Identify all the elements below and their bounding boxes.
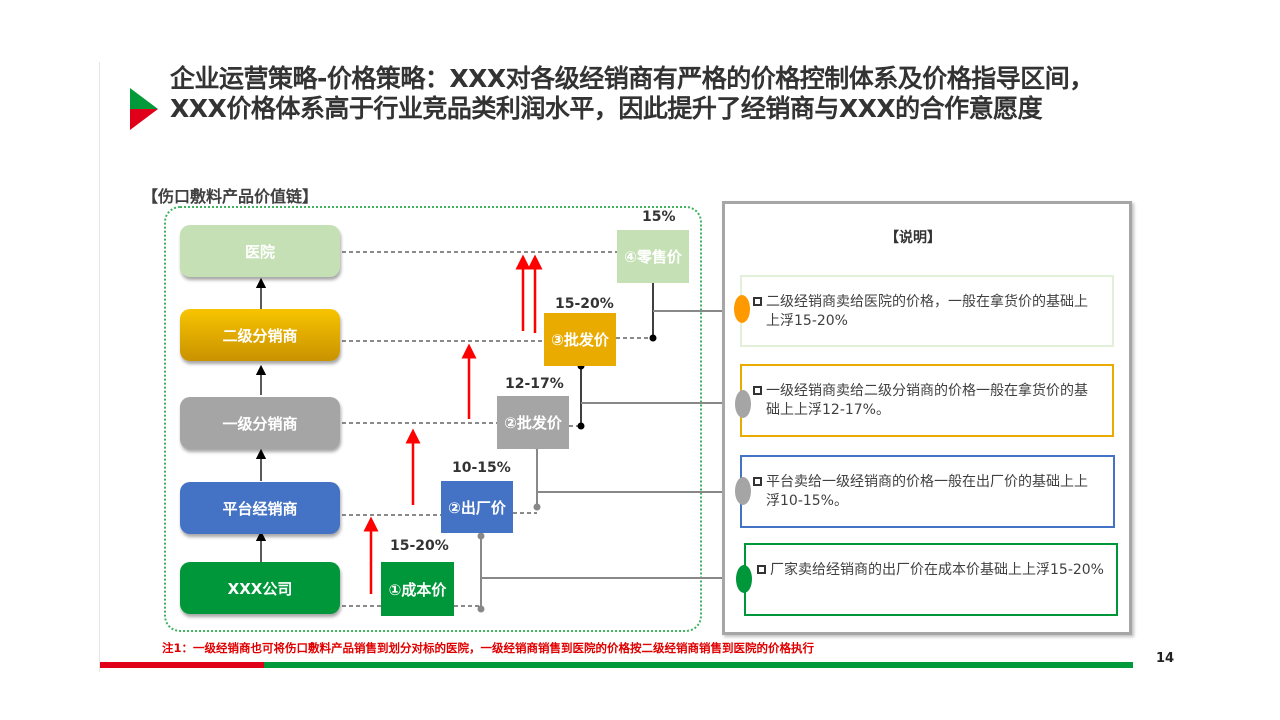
explanation-card: 厂家卖给经销商的出厂价在成本价基础上上浮15-20% bbox=[744, 543, 1118, 616]
marker-dot-green bbox=[736, 565, 752, 593]
node-tier1-distributor: 一级分销商 bbox=[180, 397, 340, 449]
explanation-text: 一级经销商卖给二级分销商的价格一般在拿货价的基础上上浮12-17%。 bbox=[766, 383, 1088, 418]
page-number: 14 bbox=[1156, 651, 1175, 666]
checkbox-square-icon bbox=[753, 386, 762, 395]
node-company: XXX公司 bbox=[180, 562, 340, 614]
price-factory: ②出厂价 bbox=[441, 481, 513, 533]
markup-factory: 10-15% bbox=[452, 460, 511, 476]
price-wholesale-1: ②批发价 bbox=[497, 396, 569, 449]
footer-bar-red bbox=[100, 662, 264, 668]
footer-bar-green bbox=[264, 662, 1133, 668]
value-chain-frame bbox=[164, 206, 702, 632]
markup-wholesale-1: 12-17% bbox=[505, 376, 564, 392]
level-lines bbox=[342, 251, 653, 607]
explanation-text: 平台卖给一级经销商的价格一般在出厂价的基础上上浮10-15%。 bbox=[766, 474, 1088, 509]
title-triangle-icon bbox=[130, 88, 158, 130]
leader-lines bbox=[480, 279, 740, 608]
markup-cost: 15-20% bbox=[390, 538, 449, 554]
explanation-card: 二级经销商卖给医院的价格，一般在拿货价的基础上上浮15-20% bbox=[740, 275, 1114, 347]
explanation-title: 【说明】 bbox=[885, 230, 941, 246]
price-cost: ①成本价 bbox=[381, 562, 454, 616]
markup-retail: 15% bbox=[642, 209, 676, 225]
price-wholesale-2: ③批发价 bbox=[544, 313, 616, 366]
explanation-text: 二级经销商卖给医院的价格，一般在拿货价的基础上上浮15-20% bbox=[766, 294, 1088, 329]
checkbox-square-icon bbox=[753, 477, 762, 486]
explanation-card: 平台卖给一级经销商的价格一般在出厂价的基础上上浮10-15%。 bbox=[740, 455, 1115, 528]
marker-dot-orange bbox=[734, 295, 750, 323]
markup-arrows bbox=[363, 254, 543, 594]
left-rule bbox=[99, 62, 100, 672]
node-tier2-distributor: 二级分销商 bbox=[180, 309, 340, 361]
node-hospital: 医院 bbox=[180, 225, 340, 277]
checkbox-square-icon bbox=[753, 297, 762, 306]
node-platform-dealer: 平台经销商 bbox=[180, 482, 340, 534]
explanation-card: 一级经销商卖给二级分销商的价格一般在拿货价的基础上上浮12-17%。 bbox=[740, 364, 1114, 437]
footnote: 注1：一级经销商也可将伤口敷料产品销售到划分对标的医院，一级经销商销售到医院的价… bbox=[162, 641, 814, 655]
section-label: 【伤口敷料产品价值链】 bbox=[142, 187, 319, 206]
price-retail: ④零售价 bbox=[617, 230, 689, 283]
marker-dot-gray bbox=[735, 477, 751, 505]
explanation-text: 厂家卖给经销商的出厂价在成本价基础上上浮15-20% bbox=[770, 562, 1104, 578]
markup-wholesale-2: 15-20% bbox=[555, 296, 614, 312]
marker-dot-gray bbox=[735, 390, 751, 418]
checkbox-square-icon bbox=[757, 565, 766, 574]
slide-title: 企业运营策略-价格策略：XXX对各级经销商有严格的价格控制体系及价格指导区间，X… bbox=[170, 64, 1094, 123]
